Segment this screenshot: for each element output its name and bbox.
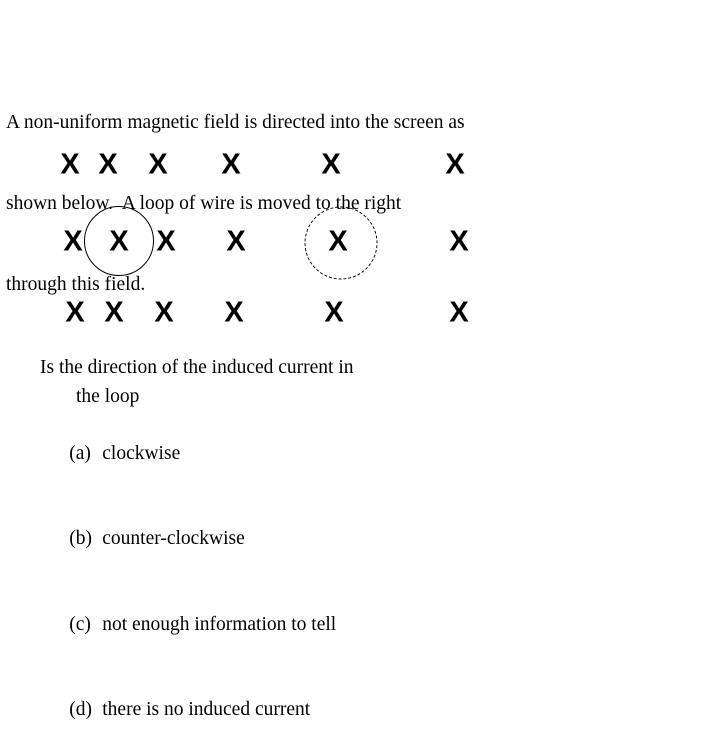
prompt-line-1: A non-uniform magnetic field is directed… <box>6 109 606 136</box>
option-a-label: (a) <box>69 440 102 469</box>
field-x-marker-r1-c1: X <box>60 151 79 180</box>
option-a[interactable]: (a)clockwise <box>40 411 680 497</box>
field-x-marker-r2-c5: X <box>328 228 347 257</box>
option-b-label: (b) <box>69 525 102 554</box>
field-x-marker-r2-c4: X <box>226 228 245 257</box>
field-x-marker-r1-c2: X <box>98 151 117 180</box>
option-c-text: not enough information to tell <box>102 614 336 635</box>
option-d-label: (d) <box>69 696 102 725</box>
field-x-marker-r1-c6: X <box>445 151 464 180</box>
field-x-marker-r3-c5: X <box>324 299 343 328</box>
option-b[interactable]: (b)counter-clockwise <box>40 497 680 583</box>
question-block: Is the direction of the induced current … <box>40 354 680 753</box>
field-x-marker-r1-c3: X <box>148 151 167 180</box>
option-a-text: clockwise <box>102 443 180 464</box>
field-x-marker-r1-c4: X <box>221 151 240 180</box>
field-x-marker-r3-c6: X <box>449 299 468 328</box>
field-x-marker-r2-c2: X <box>109 228 128 257</box>
field-x-marker-r3-c2: X <box>104 299 123 328</box>
field-x-marker-r3-c3: X <box>154 299 173 328</box>
field-x-marker-r1-c5: X <box>321 151 340 180</box>
option-c-label: (c) <box>69 611 102 640</box>
option-d-text: there is no induced current <box>102 699 310 720</box>
option-b-text: counter-clockwise <box>102 528 245 549</box>
field-x-marker-r2-c1: X <box>63 228 82 257</box>
field-x-marker-r3-c4: X <box>224 299 243 328</box>
physics-slide: A non-uniform magnetic field is directed… <box>0 0 720 540</box>
field-x-marker-r3-c1: X <box>65 299 84 328</box>
question-stem-line-1: Is the direction of the induced current … <box>40 354 680 383</box>
option-c[interactable]: (c)not enough information to tell <box>40 582 680 668</box>
field-x-marker-r2-c3: X <box>156 228 175 257</box>
option-d[interactable]: (d)there is no induced current <box>40 668 680 753</box>
question-stem-line-2: the loop <box>40 383 680 412</box>
field-x-marker-r2-c6: X <box>449 228 468 257</box>
